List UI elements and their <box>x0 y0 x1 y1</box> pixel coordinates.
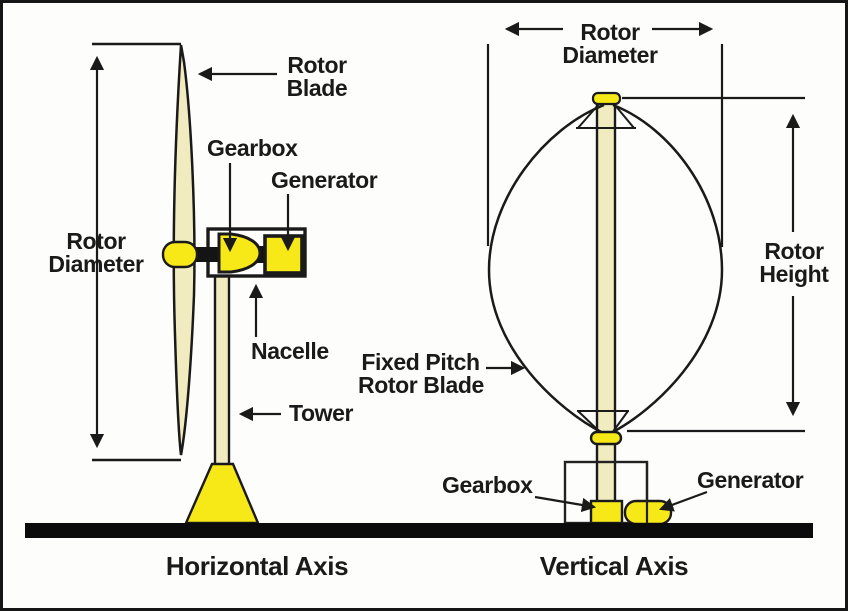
hawt-tower-label: Tower <box>289 400 354 426</box>
hawt-rotor-diameter-line1: Rotor <box>66 228 126 254</box>
vawt-strut-bottom-right <box>611 410 629 434</box>
vawt-collar-shape <box>589 430 623 446</box>
hawt-tower-shape <box>213 274 231 467</box>
hawt-generator-label: Generator <box>271 167 378 193</box>
vawt-strut-bottom-left <box>577 410 602 434</box>
vawt-gearbox-arrow <box>534 495 597 513</box>
hawt-rotor-diameter-label: Rotor Diameter <box>31 230 161 276</box>
vawt-rotor-height-line1: Rotor <box>764 238 824 264</box>
vawt-rotor-diameter-line2: Diameter <box>562 42 658 68</box>
vawt-gearbox-shape <box>589 499 624 525</box>
vawt-blade-left <box>487 103 605 435</box>
hawt-nacelle-label: Nacelle <box>251 338 329 364</box>
hawt-rotor-diameter-line2: Diameter <box>48 251 144 277</box>
hawt-generator-shape <box>263 234 304 275</box>
vawt-mast-cap <box>591 91 622 106</box>
vawt-generator-arrow <box>658 490 708 512</box>
vawt-caption: Vertical Axis <box>539 551 689 581</box>
vawt-fixed-pitch-rotor-blade-label: Fixed Pitch Rotor Blade <box>358 349 484 398</box>
hawt-rotor-blade-line1: Rotor <box>287 52 347 78</box>
vawt-generator-label: Generator <box>697 467 804 493</box>
hawt-caption: Horizontal Axis <box>165 551 349 581</box>
vawt-strut-top-left <box>577 103 600 129</box>
vawt-gearbox-label: Gearbox <box>442 472 533 498</box>
vawt-rotor-diameter-label: Rotor Diameter <box>545 21 675 67</box>
vawt-fixed-pitch-line1: Fixed Pitch <box>361 349 480 375</box>
hawt-shaft <box>194 247 224 262</box>
vawt-rotor-diameter-line1: Rotor <box>580 19 640 45</box>
vawt-fixed-pitch-line2: Rotor Blade <box>358 372 484 398</box>
hawt-rotor-blade-line2: Blade <box>286 75 348 101</box>
vawt-strut-top-right <box>613 103 635 129</box>
ground-line <box>25 523 813 538</box>
hawt-gearbox-label: Gearbox <box>207 135 298 161</box>
hawt-rotor-blade-label: Rotor Blade <box>277 54 357 100</box>
vawt-rotor-height-label: Rotor Height <box>749 240 839 286</box>
vawt-mast-shape <box>595 99 617 526</box>
hawt-hub-shape <box>161 240 199 269</box>
vawt-blade-right <box>610 103 724 435</box>
hawt-base-shape <box>184 462 260 525</box>
vawt-rotor-height-line2: Height <box>759 261 829 287</box>
